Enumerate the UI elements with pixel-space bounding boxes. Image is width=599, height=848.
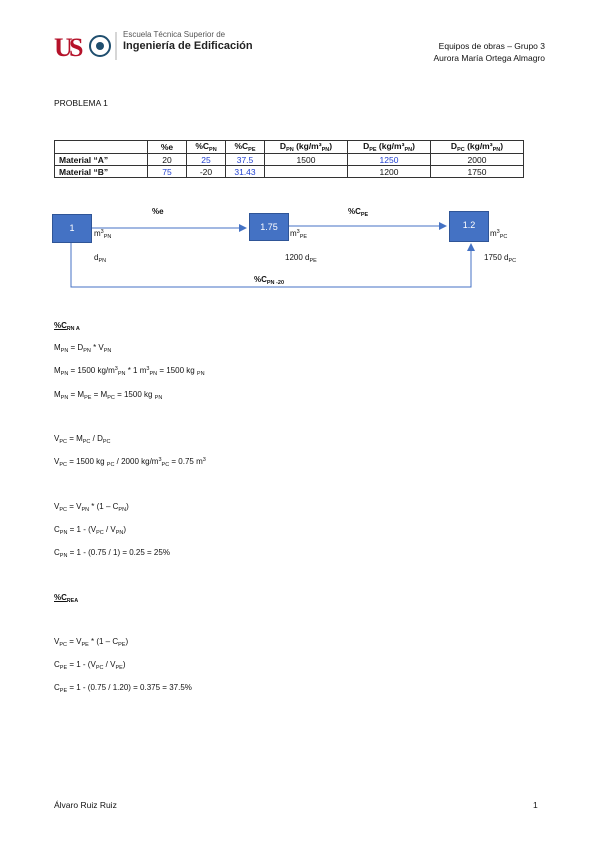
footer-author: Álvaro Ruiz Ruiz — [54, 800, 117, 810]
equation: VPC = VPN * (1 – CPN) — [54, 502, 129, 513]
node-box-1: 1 — [52, 214, 92, 243]
header-group: Equipos de obras – Grupo 3 — [438, 41, 545, 51]
equation: VPC = VPE * (1 – CPE) — [54, 637, 129, 648]
arrow-2-label: %CPE — [348, 207, 369, 218]
node-box-3: 1.2 — [449, 211, 489, 242]
table-header-cell: DPC (kg/m³PN) — [430, 140, 524, 154]
equation: CPN = 1 - (VPC / VPN) — [54, 525, 127, 536]
university-seal-icon: U S — [54, 32, 117, 62]
equation: VPC = MPC / DPC — [54, 434, 111, 445]
equation: VPC = 1500 kg PC / 2000 kg/m3PC = 0.75 m… — [54, 457, 206, 468]
density-3: 1750 dPC — [484, 253, 517, 264]
unit-1: m3PN — [94, 229, 112, 240]
node-box-2: 1.75 — [249, 213, 289, 241]
section-1-title: %CPN A — [54, 321, 80, 332]
equation: CPN = 1 - (0.75 / 1) = 0.25 = 25% — [54, 548, 170, 559]
svg-text:U: U — [54, 33, 73, 62]
arrow-1-label: %e — [152, 207, 164, 216]
school-logo: U S — [52, 26, 262, 66]
equation: CPE = 1 - (0.75 / 1.20) = 0.375 = 37.5% — [54, 683, 192, 694]
equation: MPN = MPE = MPC = 1500 kg PN — [54, 390, 163, 401]
equation: MPN = DPN * VPN — [54, 343, 112, 354]
materials-table: %e %CPN %CPE DPN (kg/m³PN) DPE (kg/m³PN)… — [54, 140, 524, 178]
equation: CPE = 1 - (VPC / VPE) — [54, 660, 126, 671]
table-cell: 31.43 — [225, 165, 265, 178]
unit-3: m3PC — [490, 229, 508, 240]
bottom-arrow-label: %CPN -20 — [254, 275, 285, 286]
table-row: Material “B” 75 -20 31.43 1200 1750 — [54, 165, 524, 178]
table-cell: -20 — [186, 165, 226, 178]
school-name-line1: Escuela Técnica Superior de — [123, 30, 226, 39]
unit-2: m3PE — [290, 229, 308, 240]
problem-title: PROBLEMA 1 — [54, 98, 108, 108]
page-number: 1 — [533, 800, 538, 810]
table-cell: 1750 — [430, 165, 524, 178]
density-2: 1200 dPE — [285, 253, 317, 264]
equation: MPN = 1500 kg/m3PN * 1 m3PN = 1500 kg PN — [54, 366, 205, 377]
density-1: dPN — [94, 253, 107, 264]
svg-text:S: S — [69, 33, 83, 62]
header-author: Aurora María Ortega Almagro — [433, 53, 546, 63]
bottom-arrow — [70, 243, 475, 288]
school-name-line2: Ingeniería de Edificación — [123, 40, 253, 52]
section-2-title: %CPEA — [54, 593, 79, 604]
